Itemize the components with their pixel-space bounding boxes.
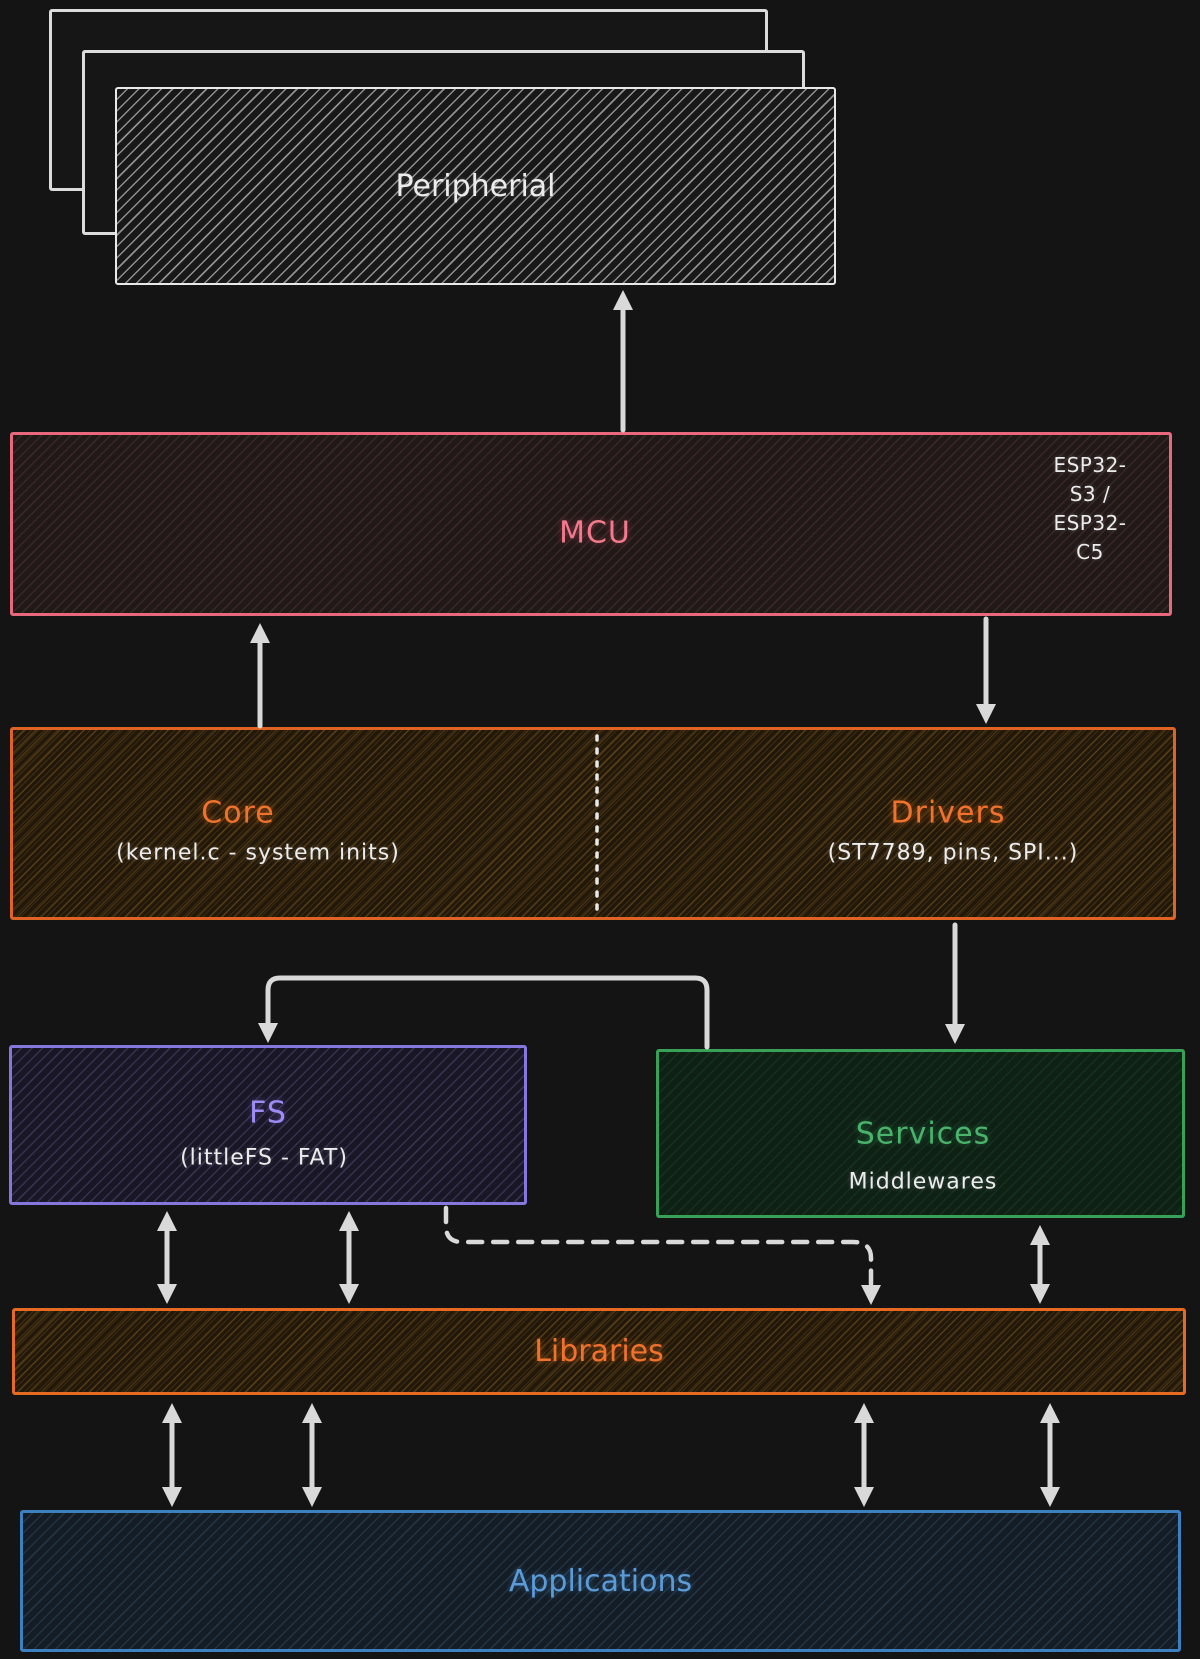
applications-label: Applications (508, 1563, 693, 1599)
double-arrow-fs-libraries-1 (157, 1211, 177, 1304)
core-label: Core (201, 795, 275, 831)
double-arrow-fs-libraries-2 (339, 1211, 359, 1304)
peripherial-label: Peripherial (395, 168, 556, 204)
fs-box: FS (littleFS - FAT) (9, 1045, 527, 1205)
double-arrow-libraries-applications-1 (162, 1403, 182, 1507)
arrow-mcu-to-drivers (976, 616, 996, 724)
libraries-box: Libraries (12, 1308, 1186, 1395)
core-subtitle: (kernel.c - system inits) (116, 840, 400, 866)
fs-subtitle: (littleFS - FAT) (180, 1145, 348, 1171)
mcu-chip-note: ESP32-S3 / ESP32-C5 (1051, 451, 1130, 567)
fs-label: FS (249, 1095, 287, 1131)
dashed-arrow-fs-to-libraries (443, 1205, 881, 1305)
services-label: Services (855, 1116, 991, 1152)
double-arrow-services-libraries (1030, 1225, 1050, 1304)
mcu-chip-note-line1: ESP32-S3 / (1053, 453, 1127, 506)
mcu-label: MCU (559, 515, 631, 551)
double-arrow-libraries-applications-2 (302, 1403, 322, 1507)
libraries-label: Libraries (534, 1334, 664, 1369)
drivers-label: Drivers (890, 795, 1006, 831)
arrow-drivers-to-services (945, 922, 965, 1044)
arrow-mcu-to-peripherial (613, 290, 633, 433)
applications-box: Applications (20, 1510, 1181, 1652)
core-drivers-box: Core (kernel.c - system inits) Drivers (… (10, 727, 1176, 920)
peripherial-box: Peripherial (115, 87, 836, 285)
double-arrow-libraries-applications-4 (1040, 1403, 1060, 1507)
mcu-box: MCU ESP32-S3 / ESP32-C5 (10, 432, 1172, 616)
elbow-arrow-to-fs (258, 975, 710, 1050)
arrow-core-to-mcu (250, 623, 270, 729)
services-subtitle: Middlewares (848, 1169, 998, 1195)
drivers-subtitle: (ST7789, pins, SPI...) (827, 840, 1079, 866)
double-arrow-libraries-applications-3 (854, 1403, 874, 1507)
mcu-chip-note-line2: ESP32-C5 (1053, 511, 1127, 564)
services-box: Services Middlewares (656, 1049, 1185, 1218)
